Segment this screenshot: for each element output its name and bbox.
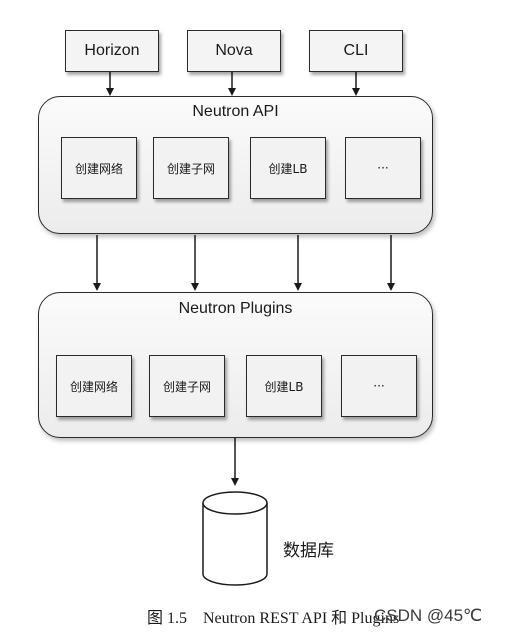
plugins-item-create-network: 创建网络 xyxy=(56,355,132,417)
plugins-item-more: ··· xyxy=(341,355,417,417)
api-item-more: ··· xyxy=(345,137,421,199)
neutron-plugins-title: Neutron Plugins xyxy=(178,300,293,317)
neutron-api-panel: Neutron API 创建网络 创建子网 创建LB ··· xyxy=(38,96,433,234)
client-nova-box: Nova xyxy=(187,30,281,72)
api-item-create-subnet: 创建子网 xyxy=(153,137,229,199)
figure-caption-text: 图 1.5 Neutron REST API 和 Plugins xyxy=(147,610,400,627)
client-cli-box: CLI xyxy=(309,30,403,72)
database-cylinder-icon xyxy=(202,491,268,586)
database-label: 数据库 xyxy=(283,541,334,561)
api-item-create-network: 创建网络 xyxy=(61,137,137,199)
watermark-text: CSDN @45℃ xyxy=(374,606,483,625)
plugins-item-create-lb: 创建LB xyxy=(246,355,322,417)
api-item-create-lb: 创建LB xyxy=(250,137,326,199)
client-horizon-box: Horizon xyxy=(65,30,159,72)
plugins-item-create-subnet: 创建子网 xyxy=(149,355,225,417)
neutron-api-title: Neutron API xyxy=(192,103,279,120)
neutron-plugins-panel: Neutron Plugins 创建网络 创建子网 创建LB ··· xyxy=(38,292,433,438)
